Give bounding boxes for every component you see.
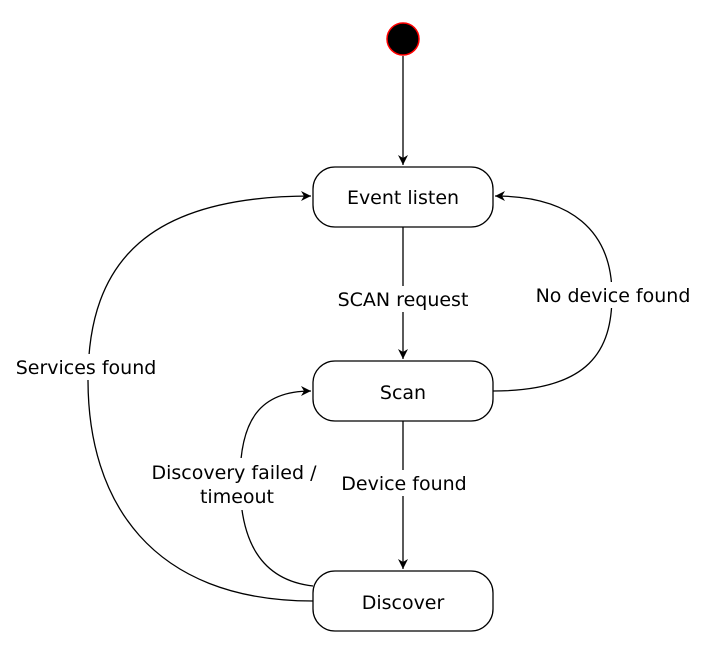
label-no-device-found: No device found: [536, 285, 691, 307]
label-scan-request: SCAN request: [338, 289, 469, 311]
label-discovery-failed: Discovery failed /: [152, 462, 318, 484]
state-label: Event listen: [347, 187, 459, 209]
label-timeout: timeout: [200, 486, 274, 508]
state-scan[interactable]: Scan: [312, 360, 494, 422]
label-services-found: Services found: [16, 357, 157, 379]
state-event-listen[interactable]: Event listen: [312, 166, 494, 228]
initial-state-node: [386, 22, 420, 56]
label-device-found: Device found: [341, 473, 466, 495]
state-label: Scan: [380, 382, 426, 404]
state-label: Discover: [362, 592, 445, 614]
state-discover[interactable]: Discover: [312, 570, 494, 632]
edge-discover-to-event-listen: [87, 191, 314, 602]
